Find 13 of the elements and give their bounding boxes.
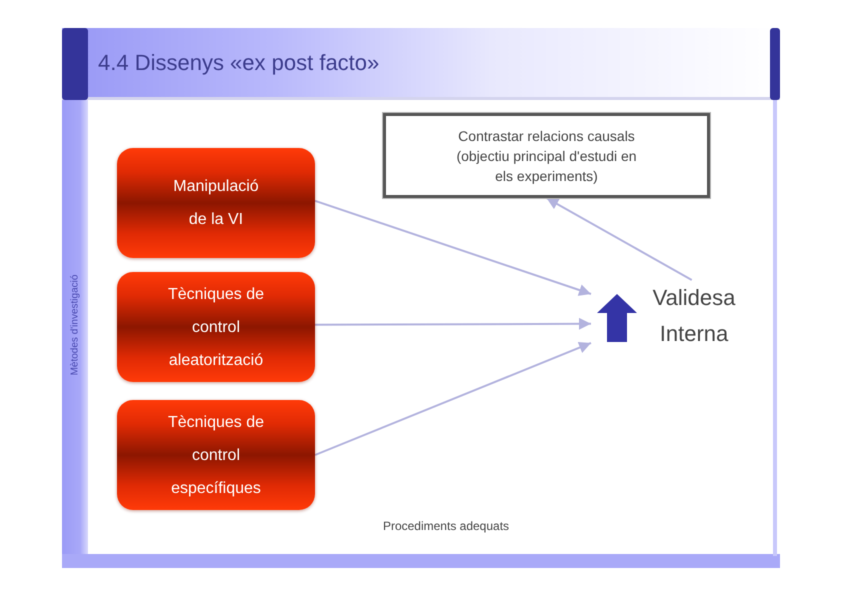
footnote-text: Procediments adequats xyxy=(382,519,510,533)
connector-arrow xyxy=(314,342,592,456)
process-box: Manipulació de la VI xyxy=(117,148,315,258)
up-block-arrow xyxy=(597,294,637,342)
slide-title: 4.4 Dissenys «ex post facto» xyxy=(98,50,380,76)
connector-arrow xyxy=(315,318,591,330)
sidebar-text: Mètodes d'investigació xyxy=(70,274,80,376)
process-box: Tècniques de control aleatorització xyxy=(117,272,315,382)
process-box: Tècniques de control específiques xyxy=(117,400,315,510)
note-box: Contrastar relacions causals (objectiu principal d'estudi en els experiments) xyxy=(383,113,710,198)
result-text: Validesa Interna xyxy=(638,280,750,352)
connector-arrow xyxy=(546,197,692,281)
connector-arrow xyxy=(314,200,592,296)
